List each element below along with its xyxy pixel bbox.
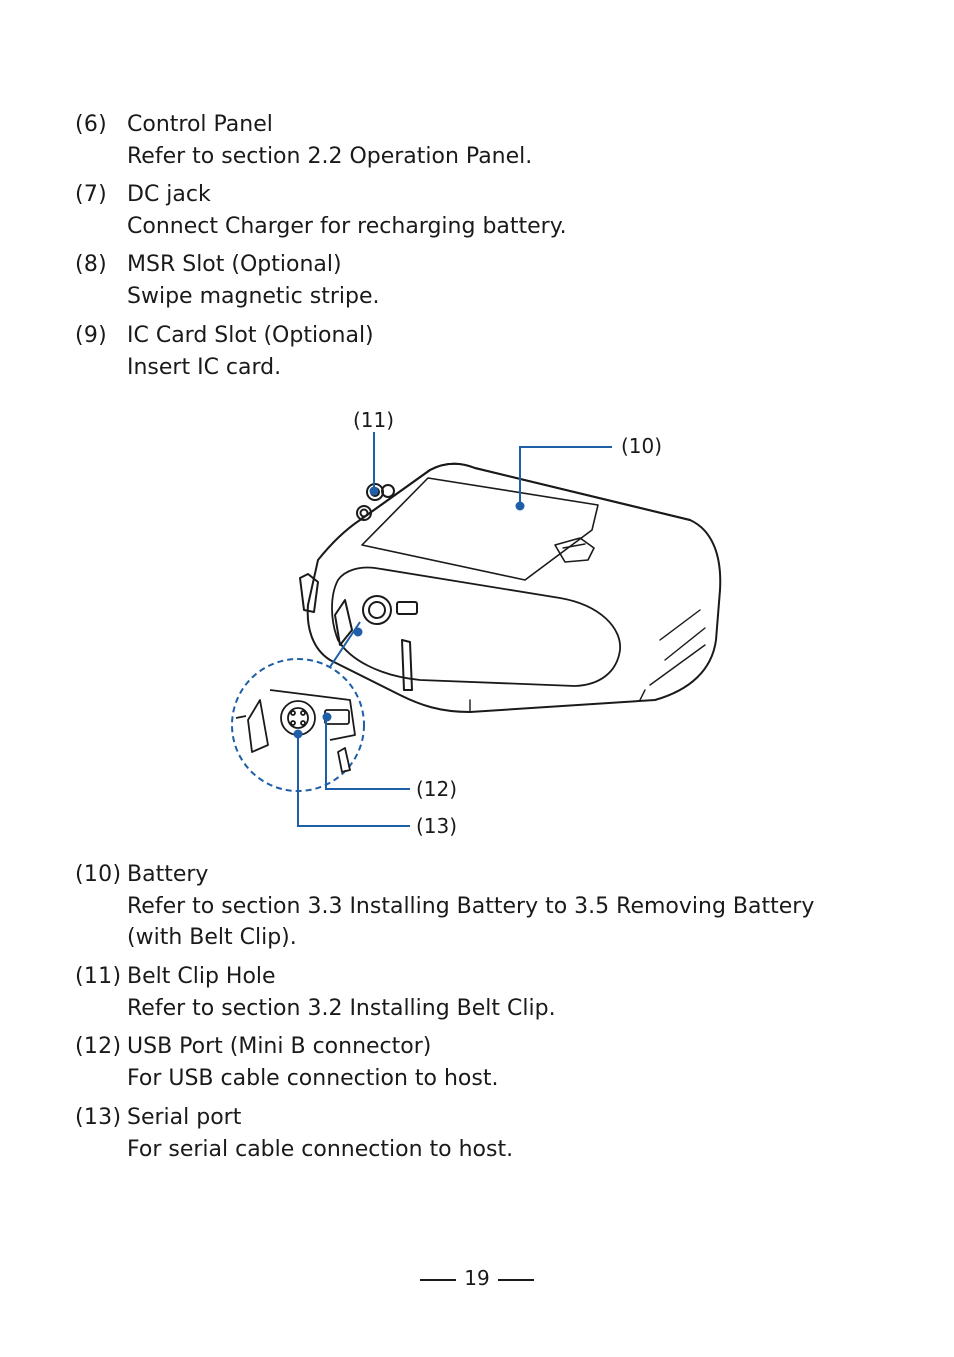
port-flap-inset — [247, 699, 269, 753]
front-panel — [331, 566, 621, 687]
callout-10: (10) — [621, 434, 663, 458]
item-description: Refer to section 2.2 Operation Panel. — [127, 143, 533, 169]
battery-latch — [554, 537, 595, 563]
printer-illustration — [231, 432, 722, 827]
item-belt-clip-hole: (11) Belt Clip Hole Refer to section 3.2… — [75, 961, 875, 1024]
footer-dash-left — [420, 1278, 457, 1281]
item-description: Insert IC card. — [127, 354, 282, 380]
item-msr-slot: (8) MSR Slot (Optional) Swipe magnetic s… — [75, 249, 875, 312]
callout-11: (11) — [353, 408, 395, 432]
item-title: DC jack — [127, 182, 211, 207]
usb-port-front — [396, 601, 418, 615]
item-title: MSR Slot (Optional) — [127, 252, 342, 277]
belt-clip-hole-right — [381, 484, 395, 498]
item-dc-jack: (7) DC jack Connect Charger for rechargi… — [75, 179, 875, 242]
item-usb-port: (12) USB Port (Mini B connector) For USB… — [75, 1031, 875, 1094]
battery-cover — [361, 477, 599, 581]
item-title: Battery — [127, 862, 209, 887]
item-title: IC Card Slot (Optional) — [127, 323, 374, 348]
callout-13: (13) — [416, 814, 458, 838]
printer-top-face — [359, 462, 691, 521]
page-footer: 19 — [0, 1266, 954, 1290]
item-number: (7) — [75, 182, 108, 207]
item-description: Refer to section 3.3 Installing Battery … — [127, 893, 815, 919]
item-number: (12) — [75, 1034, 122, 1059]
serial-port-front — [362, 595, 392, 625]
leader-line-10 — [519, 446, 612, 506]
item-description: For USB cable connection to host. — [127, 1065, 499, 1091]
item-number: (13) — [75, 1105, 122, 1130]
item-number: (10) — [75, 862, 122, 887]
item-description: Swipe magnetic stripe. — [127, 283, 380, 309]
item-description: Connect Charger for recharging battery. — [127, 213, 567, 239]
item-title: Belt Clip Hole — [127, 964, 276, 989]
item-number: (6) — [75, 112, 108, 137]
footer-dash-right — [497, 1278, 534, 1281]
belt-clip-hole-bottom — [356, 505, 372, 521]
leader-line-12 — [325, 717, 410, 790]
item-number: (8) — [75, 252, 108, 277]
side-clip — [299, 573, 319, 613]
printer-body-outline — [306, 462, 722, 713]
callout-12: (12) — [416, 777, 458, 801]
item-number: (9) — [75, 323, 108, 348]
item-title: Serial port — [127, 1105, 242, 1130]
item-battery: (10) Battery Refer to section 3.3 Instal… — [75, 859, 875, 954]
item-description: (with Belt Clip). — [127, 925, 297, 950]
item-description: For serial cable connection to host. — [127, 1136, 514, 1162]
item-title: Control Panel — [127, 112, 273, 137]
page-number: 19 — [464, 1266, 490, 1290]
port-flap-front — [334, 599, 353, 646]
leader-line-13 — [297, 734, 410, 827]
item-ic-card-slot: (9) IC Card Slot (Optional) Insert IC ca… — [75, 320, 875, 383]
item-title: USB Port (Mini B connector) — [127, 1034, 432, 1059]
item-control-panel: (6) Control Panel Refer to section 2.2 O… — [75, 109, 875, 172]
item-number: (11) — [75, 964, 122, 989]
item-serial-port: (13) Serial port For serial cable connec… — [75, 1102, 875, 1165]
item-description: Refer to section 3.2 Installing Belt Cli… — [127, 995, 556, 1021]
